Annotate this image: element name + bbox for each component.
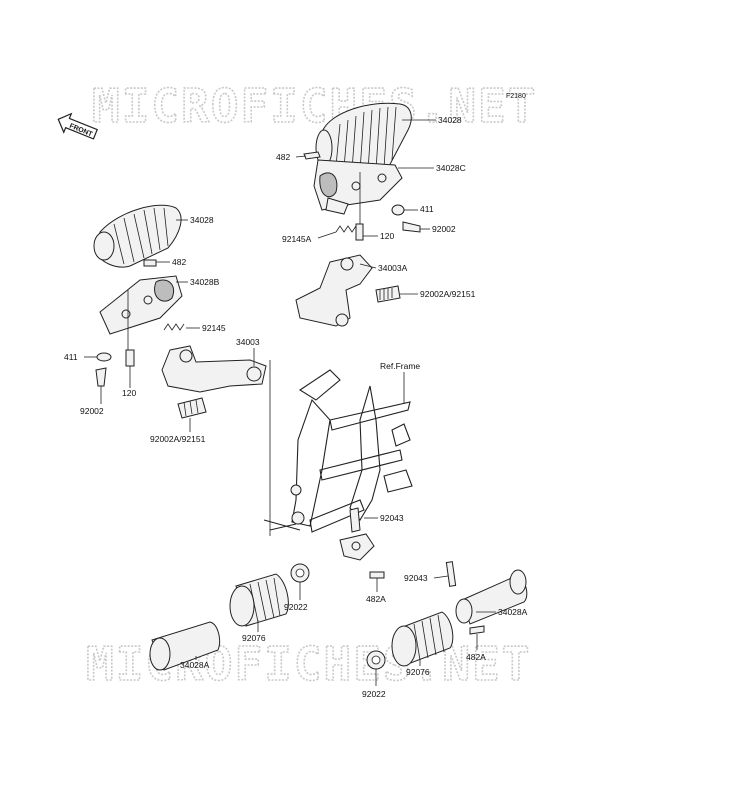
bolt-92002A-right bbox=[375, 285, 401, 303]
washer-411-left bbox=[96, 352, 112, 362]
label-92076-right: 92076 bbox=[406, 667, 430, 677]
label-34003: 34003 bbox=[236, 337, 260, 347]
washer-411-right bbox=[391, 204, 405, 216]
label-ref-frame: Ref.Frame bbox=[380, 361, 420, 371]
spring-92145 bbox=[163, 323, 185, 331]
label-34003A: 34003A bbox=[378, 263, 408, 273]
footpeg-bracket-34028B bbox=[99, 275, 183, 335]
pin-120-right bbox=[355, 223, 364, 241]
label-92022-lower: 92022 bbox=[362, 689, 386, 699]
pin-482-top bbox=[303, 151, 321, 160]
label-34028-top: 34028 bbox=[438, 115, 462, 125]
label-482-top: 482 bbox=[276, 152, 290, 162]
pin-92043-right bbox=[445, 561, 457, 587]
label-482A-lower: 482A bbox=[466, 652, 486, 662]
label-34028A-right: 34028A bbox=[498, 607, 528, 617]
label-482-left: 482 bbox=[172, 257, 186, 267]
watermark-top: MICROFICHES.NET bbox=[92, 79, 537, 133]
lower-mount-bracket bbox=[339, 507, 375, 561]
rubber-92076-right bbox=[391, 611, 454, 667]
label-34028-left: 34028 bbox=[190, 215, 214, 225]
frame-ref bbox=[263, 369, 413, 533]
label-92002-right: 92002 bbox=[432, 224, 456, 234]
label-92043-upper: 92043 bbox=[380, 513, 404, 523]
label-34028B: 34028B bbox=[190, 277, 220, 287]
spring-92145A bbox=[335, 225, 357, 233]
bolt-92002A-left bbox=[177, 397, 207, 419]
label-92043-right: 92043 bbox=[404, 573, 428, 583]
pin-482A-lower bbox=[469, 625, 485, 635]
leader-lines bbox=[84, 119, 496, 686]
bracket-34003A bbox=[295, 254, 373, 327]
bracket-34003 bbox=[161, 345, 267, 393]
label-120-left: 120 bbox=[122, 388, 136, 398]
label-411-right: 411 bbox=[420, 204, 434, 214]
footpeg-bracket-34028C bbox=[313, 159, 403, 215]
diagram-code: F2180 bbox=[506, 93, 526, 100]
label-92002-left: 92002 bbox=[80, 406, 104, 416]
label-120-right: 120 bbox=[380, 231, 394, 241]
bolt-92002-right bbox=[402, 221, 421, 233]
pin-482A-upper bbox=[369, 571, 385, 579]
rubber-34028-top bbox=[315, 102, 412, 176]
label-92076-left: 92076 bbox=[242, 633, 266, 643]
label-411-left: 411 bbox=[64, 352, 78, 362]
bolt-92002-left bbox=[95, 367, 107, 387]
rubber-92076-left bbox=[229, 573, 289, 627]
label-34028C: 34028C bbox=[436, 163, 466, 173]
label-482A-upper: 482A bbox=[366, 594, 386, 604]
rubber-34028-left bbox=[93, 204, 182, 268]
label-34028A-left: 34028A bbox=[180, 660, 210, 670]
label-92145: 92145 bbox=[202, 323, 226, 333]
pin-482-left bbox=[143, 259, 157, 267]
label-92145A: 92145A bbox=[282, 234, 312, 244]
pin-120-left bbox=[125, 349, 135, 367]
pipe-34028A-left bbox=[149, 621, 221, 671]
label-92002A-92151-right: 92002A/92151 bbox=[420, 289, 476, 299]
label-92022-upper: 92022 bbox=[284, 602, 308, 612]
label-92002A-92151-left: 92002A/92151 bbox=[150, 434, 206, 444]
